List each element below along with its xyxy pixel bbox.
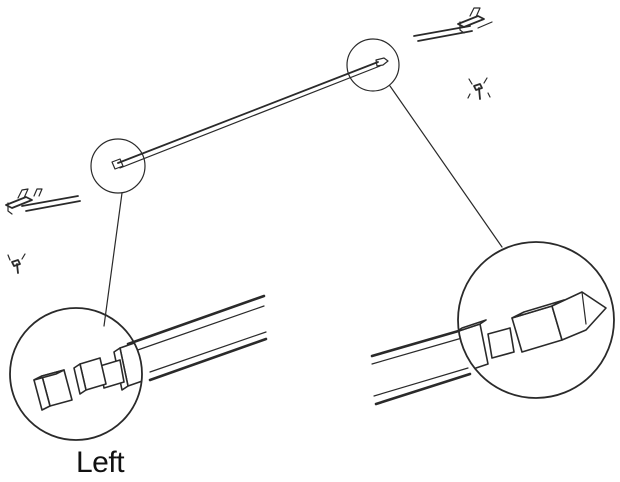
detail-circle-right-large xyxy=(457,241,615,399)
detail-circle-left-large xyxy=(9,307,143,441)
screw-right xyxy=(467,77,491,100)
bracket-left xyxy=(5,188,81,215)
curtain-rod xyxy=(111,57,389,170)
enlarged-detail-right xyxy=(370,241,615,406)
detail-circle-left-small xyxy=(90,138,146,194)
caption-left-label: Left xyxy=(76,446,125,479)
screw-left xyxy=(7,253,26,274)
leader-line-left xyxy=(103,192,123,327)
enlarged-detail-left xyxy=(9,294,268,441)
detail-circle-right-small xyxy=(346,38,400,92)
bracket-right xyxy=(413,7,493,42)
leader-line-right xyxy=(389,85,503,248)
